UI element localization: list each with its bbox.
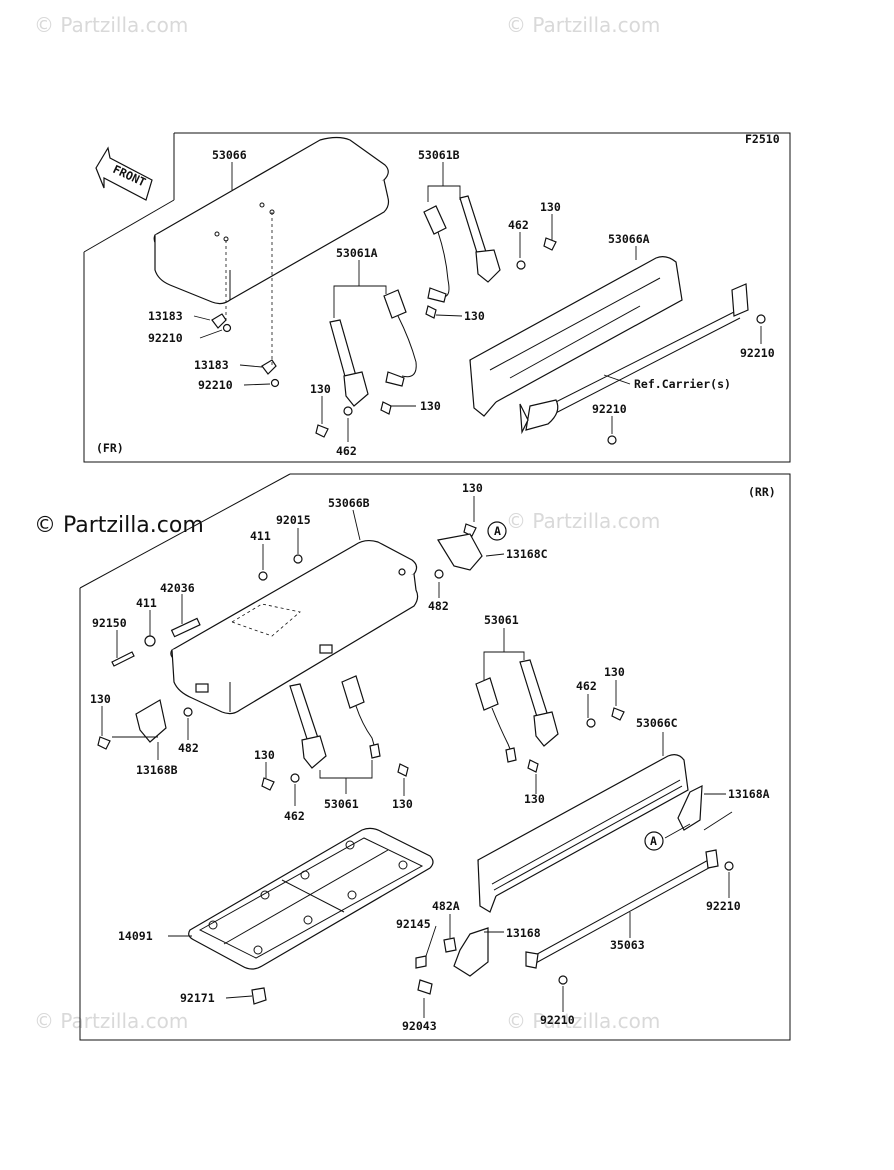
callout-130: 130 bbox=[392, 797, 413, 811]
callout-462: 462 bbox=[336, 444, 357, 458]
callout-14091: 14091 bbox=[118, 929, 153, 943]
watermark-bottom-right: © Partzilla.com bbox=[506, 1009, 660, 1033]
callout-462: 462 bbox=[576, 679, 597, 693]
callout-labels: 53066 53061B 130 462 53066A 53061A 130 1… bbox=[90, 148, 775, 1033]
seat-belt-53061b bbox=[423, 195, 557, 319]
callout-130: 130 bbox=[540, 200, 561, 214]
callout-92171: 92171 bbox=[180, 991, 215, 1005]
leader-lines bbox=[101, 162, 762, 1018]
callout-53061a: 53061A bbox=[336, 246, 378, 260]
callout-130: 130 bbox=[524, 792, 545, 806]
callout-130: 130 bbox=[254, 748, 275, 762]
callout-53066b: 53066B bbox=[328, 496, 370, 510]
floor-tray bbox=[188, 827, 434, 1005]
reference-marker-a: A bbox=[650, 834, 657, 848]
rear-section-frame bbox=[79, 473, 791, 1041]
front-section-label: (FR) bbox=[96, 441, 124, 455]
callout-462: 462 bbox=[284, 809, 305, 823]
front-backrest bbox=[469, 256, 766, 445]
callout-92043: 92043 bbox=[402, 1019, 437, 1033]
callout-13168: 13168 bbox=[506, 926, 541, 940]
callout-130: 130 bbox=[90, 692, 111, 706]
callout-13168a: 13168A bbox=[728, 787, 770, 801]
callout-411: 411 bbox=[136, 596, 157, 610]
callout-13168c: 13168C bbox=[506, 547, 548, 561]
callout-53066a: 53066A bbox=[608, 232, 650, 246]
callout-482: 482 bbox=[178, 741, 199, 755]
reference-marker-a: A bbox=[494, 524, 501, 538]
callout-ref-carrier: Ref.Carrier(s) bbox=[634, 377, 731, 391]
front-seat-cushion bbox=[153, 136, 390, 305]
callout-92150: 92150 bbox=[92, 616, 127, 630]
callout-42036: 42036 bbox=[160, 581, 195, 595]
callout-92210: 92210 bbox=[198, 378, 233, 392]
front-section-frame bbox=[83, 132, 791, 463]
watermark-top-left: © Partzilla.com bbox=[34, 13, 188, 37]
callout-482a: 482A bbox=[432, 899, 460, 913]
watermark-mid-right: © Partzilla.com bbox=[506, 509, 660, 533]
callout-53061: 53061 bbox=[324, 797, 359, 811]
callout-92210: 92210 bbox=[706, 899, 741, 913]
seat-belt-53061a bbox=[315, 289, 417, 438]
callout-92210: 92210 bbox=[740, 346, 775, 360]
callout-53066c: 53066C bbox=[636, 716, 678, 730]
rear-seat-belt-right bbox=[475, 659, 625, 773]
callout-92145: 92145 bbox=[396, 917, 431, 931]
rear-seat-cushion bbox=[170, 539, 419, 715]
rear-seat-belt-left bbox=[261, 675, 409, 791]
callout-13168b: 13168B bbox=[136, 763, 178, 777]
callout-130: 130 bbox=[310, 382, 331, 396]
rear-carrier-rod bbox=[415, 849, 734, 995]
rear-backrest bbox=[477, 754, 703, 913]
rear-left-hardware bbox=[97, 554, 303, 750]
callout-462: 462 bbox=[508, 218, 529, 232]
callout-92210: 92210 bbox=[148, 331, 183, 345]
watermark-top-right: © Partzilla.com bbox=[506, 13, 660, 37]
callout-130: 130 bbox=[420, 399, 441, 413]
callout-482: 482 bbox=[428, 599, 449, 613]
callout-53066: 53066 bbox=[212, 148, 247, 162]
diagram-code: F2510 bbox=[745, 132, 780, 146]
callout-130: 130 bbox=[462, 481, 483, 495]
callout-53061: 53061 bbox=[484, 613, 519, 627]
callout-13183: 13183 bbox=[194, 358, 229, 372]
front-brackets bbox=[211, 212, 280, 388]
callout-411: 411 bbox=[250, 529, 271, 543]
rear-section-label: (RR) bbox=[748, 485, 776, 499]
rear-right-hardware bbox=[434, 521, 507, 579]
callout-130: 130 bbox=[604, 665, 625, 679]
watermark-bottom-left: © Partzilla.com bbox=[34, 1009, 188, 1033]
watermark-dark: © Partzilla.com bbox=[34, 513, 204, 538]
callout-92210: 92210 bbox=[592, 402, 627, 416]
callout-53061b: 53061B bbox=[418, 148, 460, 162]
callout-13183: 13183 bbox=[148, 309, 183, 323]
callout-130: 130 bbox=[464, 309, 485, 323]
callout-35063: 35063 bbox=[610, 938, 645, 952]
callout-92210: 92210 bbox=[540, 1013, 575, 1027]
front-arrow-icon: FRONT bbox=[95, 146, 153, 201]
callout-92015: 92015 bbox=[276, 513, 311, 527]
